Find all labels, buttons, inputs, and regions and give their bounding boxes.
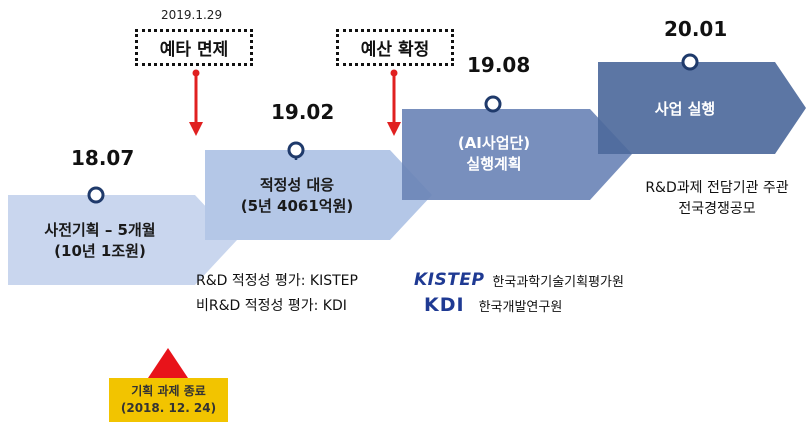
step-1-line-2: (10년 1조원) [54, 242, 146, 260]
pin-marker-4 [681, 53, 699, 71]
step-3-line-1: (AI사업단) [457, 134, 531, 152]
planning-end-date: (2018. 12. 24) [120, 401, 217, 415]
planning-end-label: 기획 과제 종료 [131, 384, 206, 398]
exemption-arrow-head [189, 122, 203, 136]
step-date-2: 19.02 [271, 100, 335, 124]
kistep-logo: KISTEP [414, 270, 485, 290]
planning-end-box: 기획 과제 종료 (2018. 12. 24) [109, 378, 228, 422]
pin-marker-2 [287, 141, 305, 159]
exemption-date: 2019.1.29 [161, 8, 223, 22]
step-arrow-shape-1 [8, 195, 237, 285]
budget-arrow-dot [390, 69, 398, 77]
step-label-4: 사업 실행 [610, 95, 760, 123]
step-date-3: 19.08 [467, 53, 531, 77]
evaluation-label-nonrnd: 비R&D 적정성 평가: KDI [196, 298, 347, 314]
pin-marker-1 [87, 186, 105, 204]
evaluation-row-nonrnd: 비R&D 적정성 평가: KDI KDI 한국개발연구원 [196, 294, 562, 316]
competition-note: R&D과제 전담기관 주관 전국경쟁공모 [617, 178, 807, 220]
step-date-1: 18.07 [71, 146, 135, 170]
step-2-line-1: 적정성 대응 [259, 176, 335, 194]
step-arrow-shape-3 [402, 109, 632, 200]
exemption-arrow-dot [192, 69, 200, 77]
step-label-3: (AI사업단) 실행계획 [404, 128, 584, 180]
step-date-4: 20.01 [664, 17, 728, 41]
kdi-org-name: 한국개발연구원 [478, 299, 563, 315]
competition-note-line-2: 전국경쟁공모 [678, 201, 756, 217]
step-label-2: 적정성 대응 (5년 4061억원) [207, 170, 387, 222]
pin-marker-3 [484, 95, 502, 113]
budget-arrow-head [387, 122, 401, 136]
evaluation-label-rnd: R&D 적정성 평가: KISTEP [196, 273, 358, 289]
kistep-org-name: 한국과학기술기획평가원 [492, 274, 624, 290]
kdi-logo: KDI [424, 294, 465, 316]
step-arrow-shape-4 [598, 62, 806, 154]
planning-end-triangle [148, 348, 188, 378]
evaluation-row-rnd: R&D 적정성 평가: KISTEP KISTEP 한국과학기술기획평가원 [196, 270, 624, 290]
exemption-box: 예타 면제 [135, 29, 253, 66]
competition-note-line-1: R&D과제 전담기관 주관 [645, 180, 789, 196]
step-1-line-1: 사전기획 – 5개월 [44, 221, 156, 239]
step-3-line-2: 실행계획 [466, 155, 522, 173]
step-4-line-1: 사업 실행 [654, 99, 716, 118]
step-arrow-shape-2 [205, 150, 432, 240]
step-2-line-2: (5년 4061억원) [240, 197, 354, 215]
budget-box: 예산 확정 [336, 29, 454, 66]
step-label-1: 사전기획 – 5개월 (10년 1조원) [10, 215, 190, 267]
